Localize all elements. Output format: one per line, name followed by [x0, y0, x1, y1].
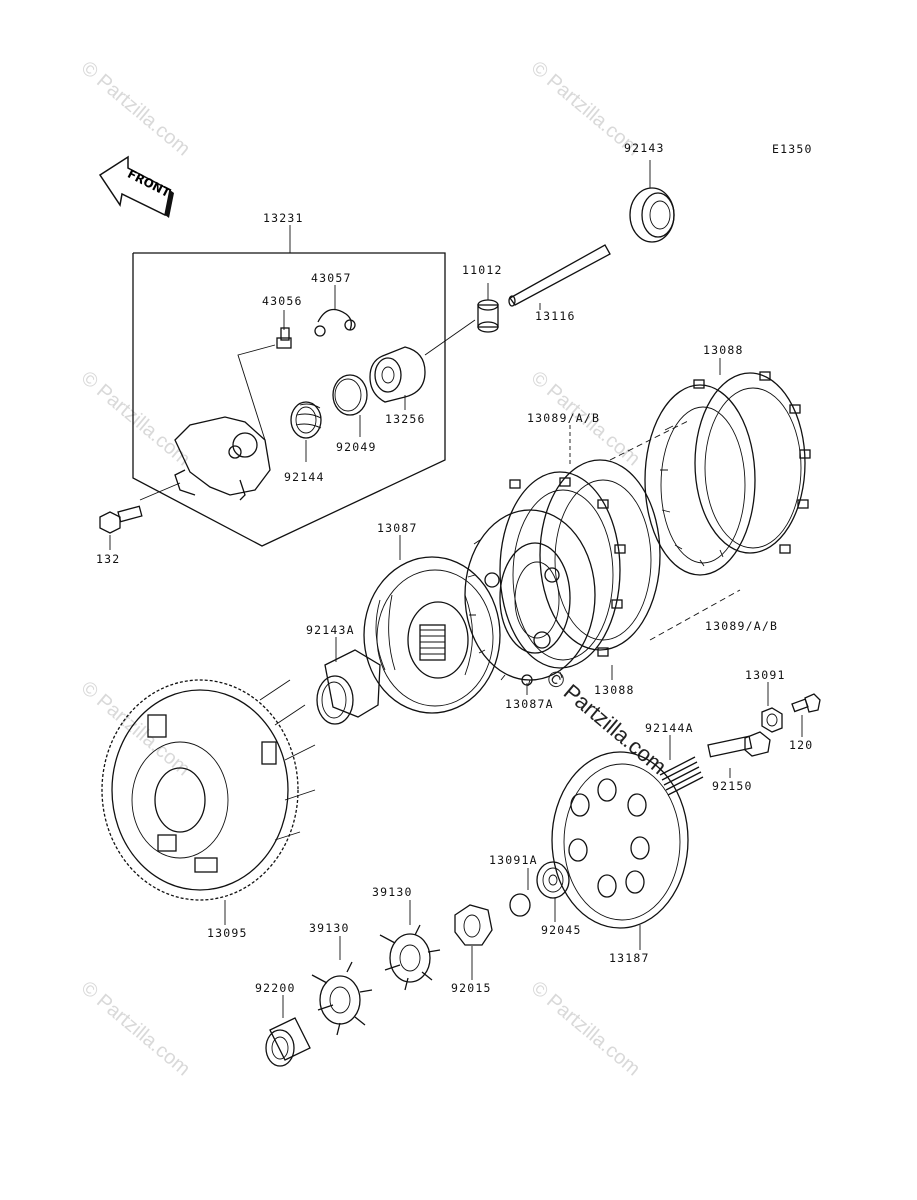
part-13087-plate-icon — [363, 535, 501, 714]
part-13088-plate-top-icon — [693, 358, 811, 554]
label-92143[interactable]: 92143 — [624, 141, 665, 155]
part-13116-pushrod-icon — [508, 244, 611, 310]
part-labels: 92143 13231 43057 43056 11012 13116 1325… — [96, 141, 813, 995]
part-92200-bearing-icon — [265, 995, 311, 1067]
part-13095-housing-icon — [101, 679, 316, 925]
part-92045-bearing-icon — [536, 861, 570, 922]
label-13087A[interactable]: 13087A — [505, 697, 554, 711]
label-13088-top[interactable]: 13088 — [703, 343, 744, 357]
part-92144A-spring-icon — [659, 735, 704, 796]
label-92144[interactable]: 92144 — [284, 470, 325, 484]
part-43056-icon — [237, 310, 292, 441]
part-132-bolt-icon — [99, 505, 143, 550]
label-13089-top[interactable]: 13089/A/B — [527, 411, 600, 425]
part-39130-plate-a-icon — [379, 900, 441, 991]
front-arrow-icon: FRONT — [98, 155, 174, 218]
label-13256[interactable]: 13256 — [385, 412, 426, 426]
label-120[interactable]: 120 — [789, 738, 813, 752]
label-43057[interactable]: 43057 — [311, 271, 352, 285]
part-92144-boot-icon — [290, 401, 322, 462]
label-92143A[interactable]: 92143A — [306, 623, 355, 637]
label-11012[interactable]: 11012 — [462, 263, 503, 277]
label-39130-b[interactable]: 39130 — [309, 921, 350, 935]
watermark: © Partzilla.com — [77, 977, 194, 1080]
label-13231[interactable]: 13231 — [263, 211, 304, 225]
label-92200[interactable]: 92200 — [255, 981, 296, 995]
label-92045[interactable]: 92045 — [541, 923, 582, 937]
label-13088-bottom[interactable]: 13088 — [594, 683, 635, 697]
part-92049-seal-icon — [332, 374, 368, 437]
part-13088-plate-bottom-icon — [499, 471, 626, 680]
label-13091A[interactable]: 13091A — [489, 853, 538, 867]
part-92015-nut-icon — [454, 904, 493, 980]
label-132[interactable]: 132 — [96, 552, 120, 566]
label-13089-bottom[interactable]: 13089/A/B — [705, 619, 778, 633]
label-43056[interactable]: 43056 — [262, 294, 303, 308]
part-43057-icon — [314, 285, 356, 337]
label-92015[interactable]: 92015 — [451, 981, 492, 995]
part-13091-washer-icon — [761, 682, 783, 733]
label-13091[interactable]: 13091 — [745, 668, 786, 682]
label-13187[interactable]: 13187 — [609, 951, 650, 965]
assembly-bracket-13231 — [132, 225, 446, 547]
part-13089-plate-middle-icon — [539, 459, 661, 651]
diagram-code: E1350 — [772, 142, 813, 156]
label-13087[interactable]: 13087 — [377, 521, 418, 535]
part-92143-seal-icon — [629, 160, 675, 243]
watermark: © Partzilla.com — [527, 977, 644, 1080]
part-13091A-cap-icon — [509, 868, 531, 917]
part-92150-bolt-icon — [707, 731, 771, 778]
part-11012-bushing-icon — [477, 283, 499, 333]
release-cylinder-body-icon — [139, 416, 271, 501]
watermark: © Partzilla.com — [77, 677, 194, 780]
part-120-screw-icon — [791, 693, 821, 737]
part-13089-plate-top-icon — [644, 384, 756, 576]
part-13187-pressure-plate-icon — [551, 751, 689, 950]
label-92144A[interactable]: 92144A — [645, 721, 694, 735]
label-92150[interactable]: 92150 — [712, 779, 753, 793]
watermark: © Partzilla.com — [77, 57, 194, 160]
watermark: © Partzilla.com — [77, 367, 194, 470]
label-92049[interactable]: 92049 — [336, 440, 377, 454]
part-13256-piston-icon — [369, 319, 476, 410]
label-13095[interactable]: 13095 — [207, 926, 248, 940]
part-39130-plate-b-icon — [311, 936, 373, 1036]
label-39130-a[interactable]: 39130 — [372, 885, 413, 899]
label-13116[interactable]: 13116 — [535, 309, 576, 323]
part-92143A-collar-icon — [316, 637, 381, 725]
